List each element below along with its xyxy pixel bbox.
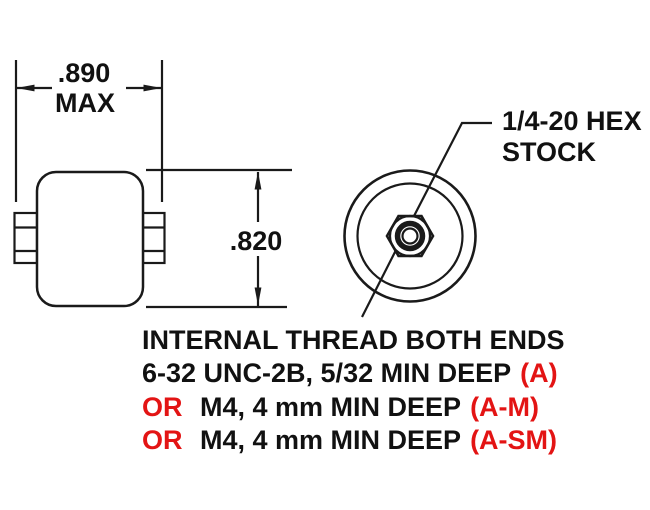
callout-line2: STOCK (502, 137, 597, 167)
height-dimension-value: .820 (230, 226, 283, 256)
end-view (343, 121, 492, 318)
width-dimension-value: .890 (58, 58, 111, 88)
chamfer-circle (388, 214, 432, 258)
arrowhead-left (16, 84, 35, 92)
pilot-hole-circle (401, 227, 419, 245)
width-dimension: .890 MAX (14, 58, 164, 202)
leader-line-lower (361, 249, 397, 318)
height-dimension: .820 (146, 168, 292, 309)
side-view (13, 170, 166, 308)
note-line-3-spec: M4, 4 mm MIN DEEP (200, 392, 461, 422)
right-hex-flat (141, 211, 166, 265)
note-line-4-spec: M4, 4 mm MIN DEEP (200, 425, 461, 455)
note-line-4: OR M4, 4 mm MIN DEEP (A-SM) (142, 425, 557, 455)
left-hex-flat (13, 211, 39, 265)
leader-line-upper (413, 121, 492, 217)
thread-notes: INTERNAL THREAD BOTH ENDS 6-32 UNC-2B, 5… (142, 325, 565, 455)
arrowhead-down (254, 287, 262, 306)
width-dimension-qualifier: MAX (55, 88, 115, 118)
note-line-3: OR M4, 4 mm MIN DEEP (A-M) (142, 392, 539, 422)
note-line-2-spec: 6-32 UNC-2B, 5/32 MIN DEEP (142, 358, 511, 388)
arrowhead-right (143, 84, 162, 92)
note-line-1: INTERNAL THREAD BOTH ENDS (142, 325, 565, 355)
note-line-2: 6-32 UNC-2B, 5/32 MIN DEEP (A) (142, 358, 558, 388)
arrowhead-up (254, 171, 262, 190)
note-line-3-or: OR (142, 392, 183, 422)
right-flat-outline (141, 211, 166, 265)
note-line-4-or: OR (142, 425, 183, 455)
left-flat-outline (13, 211, 39, 265)
thread-hole-circle (394, 220, 426, 252)
note-line-4-code: (A-SM) (470, 425, 557, 455)
callout-line1: 1/4-20 HEX (502, 106, 642, 136)
callout-label: 1/4-20 HEX STOCK (502, 106, 642, 167)
note-line-3-code: (A-M) (470, 392, 539, 422)
body-outline (35, 170, 145, 308)
outer-diameter-circle (343, 169, 477, 303)
inner-diameter-circle (356, 182, 464, 290)
hex-outline (385, 214, 435, 258)
note-line-2-code: (A) (520, 358, 557, 388)
